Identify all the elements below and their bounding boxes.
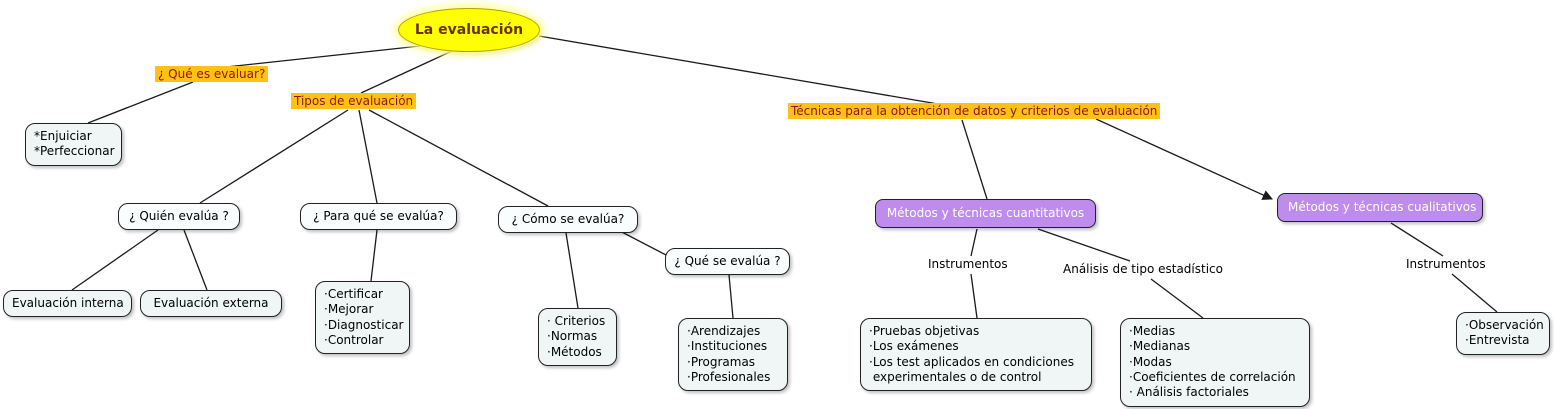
node-metodos-tecnicas-cuantitativos[interactable]: Métodos y técnicas cuantitativos <box>875 199 1096 229</box>
connector-line <box>970 273 978 319</box>
connector-line <box>368 109 549 207</box>
node-criterios-lista[interactable]: · Criterios ·Normas ·Métodos <box>538 308 617 367</box>
connector-line <box>358 109 378 204</box>
connector-line <box>615 228 669 257</box>
node-aprendizajes-lista[interactable]: ·Arendizajes ·Instituciones ·Programas ·… <box>678 318 788 392</box>
node-para-que-se-evalua[interactable]: ¿ Para qué se evalúa? <box>300 203 457 231</box>
linking-phrase-analisis-estadistico[interactable]: Análisis de tipo estadístico <box>1063 262 1223 276</box>
linking-phrase-que-es-evaluar[interactable]: ¿ Qué es evaluar? <box>155 66 269 82</box>
connector-line <box>961 119 988 200</box>
connector-line <box>71 229 159 291</box>
node-evaluacion-interna[interactable]: Evaluación interna <box>3 290 132 318</box>
linking-phrase-instrumentos-cualitativos[interactable]: Instrumentos <box>1406 257 1486 271</box>
connector-line <box>360 50 453 94</box>
linking-phrase-instrumentos-cuantitativos[interactable]: Instrumentos <box>928 257 1008 271</box>
node-quien-evalua[interactable]: ¿ Quién evalúa ? <box>118 203 240 231</box>
node-evaluacion-externa[interactable]: Evaluación externa <box>140 290 282 318</box>
connector-line <box>538 35 939 105</box>
node-pruebas-lista[interactable]: ·Pruebas objetivas ·Los exámenes ·Los te… <box>860 318 1092 392</box>
linking-phrase-tecnicas-obtencion-datos[interactable]: Técnicas para la obtención de datos y cr… <box>788 103 1161 119</box>
connector-line <box>1390 222 1444 257</box>
node-como-se-evalua[interactable]: ¿ Cómo se evalúa? <box>498 206 638 234</box>
connector-line <box>199 109 349 204</box>
node-observacion-lista[interactable]: ·Observación ·Entrevista <box>1456 312 1550 355</box>
connector-line <box>970 228 978 257</box>
connector-line <box>87 81 194 124</box>
connector-line <box>370 229 378 282</box>
connector-line <box>1451 273 1498 313</box>
connector-line <box>1150 278 1204 319</box>
connector-line <box>728 274 734 319</box>
connector-line <box>225 45 421 68</box>
node-estadistica-lista[interactable]: ·Medias ·Medianas ·Modas ·Coeficientes d… <box>1120 318 1310 407</box>
linking-phrase-tipos-de-evaluacion[interactable]: Tipos de evaluación <box>291 93 417 109</box>
node-enjuiciar-perfeccionar[interactable]: *Enjuiciar *Perfeccionar <box>25 123 122 166</box>
connector-line <box>183 229 208 291</box>
root-node-la-evaluacion[interactable]: La evaluación <box>398 8 540 52</box>
node-que-se-evalua[interactable]: ¿ Qué se evalúa ? <box>665 248 790 276</box>
connector-line <box>1037 228 1131 262</box>
connector-arrow <box>1095 118 1273 200</box>
connector-line <box>565 232 579 309</box>
node-metodos-tecnicas-cualitativos[interactable]: Métodos y técnicas cualitativos <box>1277 193 1483 223</box>
node-certificar-lista[interactable]: ·Certificar ·Mejorar ·Diagnosticar ·Cont… <box>315 281 410 355</box>
